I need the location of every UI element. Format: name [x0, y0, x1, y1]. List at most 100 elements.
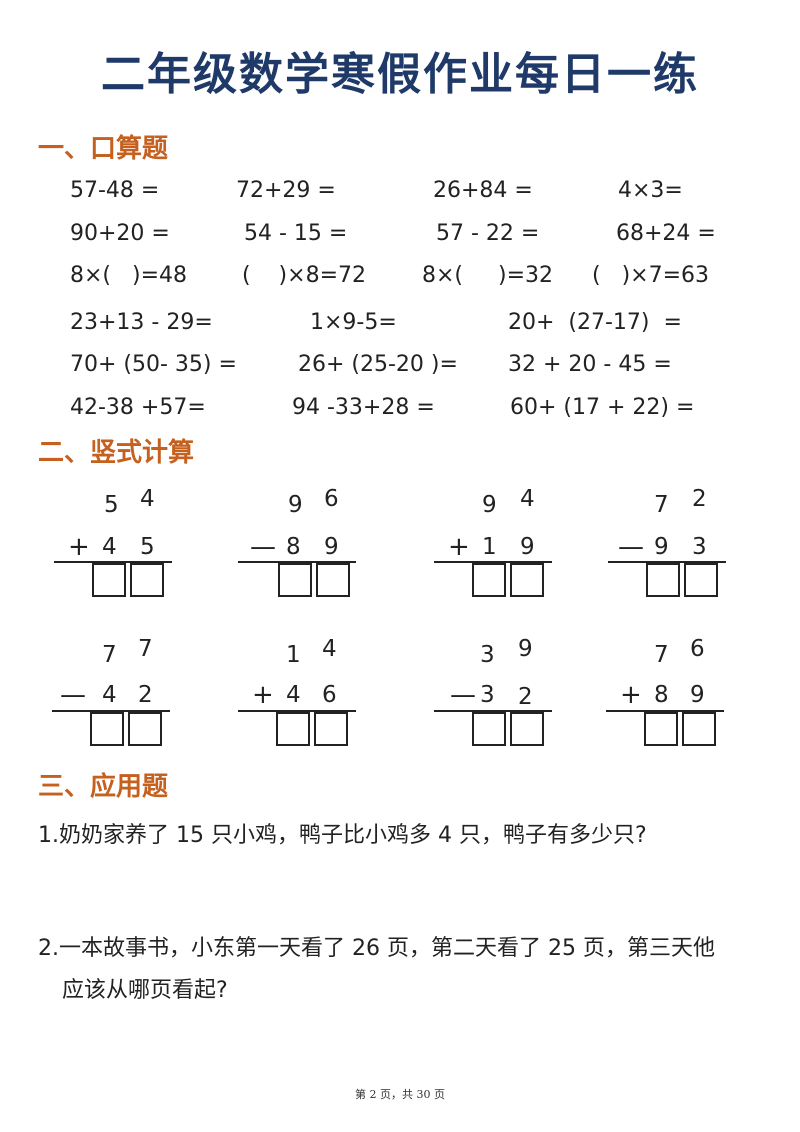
vertical-problem: 7 7 — 4 2: [52, 634, 182, 754]
oral-item: 8×( )=32: [422, 263, 553, 288]
vertical-problem: 9 6 — 8 9: [238, 482, 368, 602]
oral-item: 60+ (17 + 22) =: [510, 395, 695, 420]
oral-item: 42-38 +57=: [70, 395, 206, 420]
sum-line: [434, 561, 552, 563]
digit: 9: [520, 534, 535, 560]
digit: 3: [480, 642, 495, 668]
word-problem-2: 2.一本故事书，小东第一天看了 26 页，第二天看了 25 页，第三天他: [38, 936, 715, 961]
vertical-problem: 3 9 — 3 2: [434, 634, 564, 754]
oral-item: 20+ (27-17) =: [508, 310, 682, 335]
operator: +: [252, 680, 274, 710]
digit: 6: [322, 682, 337, 708]
vertical-problem: 5 4 + 4 5: [54, 482, 184, 602]
word-problem-2-continued: 应该从哪页看起?: [62, 978, 228, 1003]
digit: 9: [518, 636, 533, 662]
digit: 4: [140, 486, 155, 512]
section-heading-oral: 一、口算题: [38, 134, 169, 164]
digit: 9: [690, 682, 705, 708]
answer-box[interactable]: [644, 712, 678, 746]
oral-item: ( )×7=63: [592, 263, 710, 288]
digit: 6: [690, 636, 705, 662]
vertical-problem: 7 2 — 9 3: [608, 482, 738, 602]
digit: 1: [482, 534, 497, 560]
digit: 3: [480, 682, 495, 708]
operator: —: [618, 532, 644, 562]
digit: 7: [102, 642, 117, 668]
answer-box[interactable]: [684, 563, 718, 597]
digit: 4: [322, 636, 337, 662]
digit: 2: [518, 684, 533, 710]
digit: 5: [104, 492, 119, 518]
oral-item: 70+ (50- 35) =: [70, 352, 237, 377]
digit: 4: [520, 486, 535, 512]
answer-box[interactable]: [510, 563, 544, 597]
answer-box[interactable]: [128, 712, 162, 746]
oral-item: 23+13 - 29=: [70, 310, 213, 335]
oral-item: 1×9-5=: [310, 310, 397, 335]
oral-item: 72+29 =: [236, 178, 336, 203]
answer-box[interactable]: [276, 712, 310, 746]
sum-line: [606, 710, 724, 712]
oral-item: 94 -33+28 =: [292, 395, 435, 420]
oral-item: 8×( )=48: [70, 263, 188, 288]
oral-item: 68+24 =: [616, 221, 716, 246]
answer-box[interactable]: [682, 712, 716, 746]
operator: +: [448, 532, 470, 562]
digit: 4: [286, 682, 301, 708]
answer-box[interactable]: [90, 712, 124, 746]
sum-line: [434, 710, 552, 712]
answer-box[interactable]: [316, 563, 350, 597]
operator: +: [68, 532, 90, 562]
oral-item: 57 - 22 =: [436, 221, 540, 246]
vertical-problem: 9 4 + 1 9: [434, 482, 564, 602]
answer-box[interactable]: [278, 563, 312, 597]
oral-item: ( )×8=72: [242, 263, 366, 288]
answer-box[interactable]: [130, 563, 164, 597]
digit: 9: [288, 492, 303, 518]
sum-line: [608, 561, 726, 563]
oral-item: 26+ (25-20 )=: [298, 352, 458, 377]
digit: 2: [138, 682, 153, 708]
answer-box[interactable]: [646, 563, 680, 597]
sum-line: [54, 561, 172, 563]
sum-line: [238, 561, 356, 563]
digit: 5: [140, 534, 155, 560]
digit: 7: [138, 636, 153, 662]
operator: —: [450, 680, 476, 710]
oral-item: 32 + 20 - 45 =: [508, 352, 672, 377]
answer-box[interactable]: [510, 712, 544, 746]
sum-line: [52, 710, 170, 712]
operator: —: [60, 680, 86, 710]
oral-item: 26+84 =: [433, 178, 533, 203]
page-footer: 第 2 页，共 30 页: [355, 1088, 445, 1101]
digit: 6: [324, 486, 339, 512]
answer-box[interactable]: [472, 712, 506, 746]
answer-box[interactable]: [314, 712, 348, 746]
vertical-problem: 1 4 + 4 6: [238, 634, 368, 754]
oral-item: 4×3=: [618, 178, 683, 203]
operator: +: [620, 680, 642, 710]
word-problem-1: 1.奶奶家养了 15 只小鸡，鸭子比小鸡多 4 只，鸭子有多少只?: [38, 823, 647, 848]
digit: 4: [102, 682, 117, 708]
digit: 9: [324, 534, 339, 560]
oral-item: 57-48 =: [70, 178, 160, 203]
digit: 3: [692, 534, 707, 560]
answer-box[interactable]: [92, 563, 126, 597]
digit: 7: [654, 492, 669, 518]
section-heading-vertical: 二、竖式计算: [38, 438, 195, 468]
digit: 9: [654, 534, 669, 560]
digit: 7: [654, 642, 669, 668]
page-title: 二年级数学寒假作业每日一练: [101, 49, 699, 100]
sum-line: [238, 710, 356, 712]
answer-box[interactable]: [472, 563, 506, 597]
oral-item: 90+20 =: [70, 221, 170, 246]
digit: 2: [692, 486, 707, 512]
digit: 9: [482, 492, 497, 518]
oral-item: 54 - 15 =: [244, 221, 348, 246]
vertical-problem: 7 6 + 8 9: [606, 634, 736, 754]
digit: 4: [102, 534, 117, 560]
operator: —: [250, 532, 276, 562]
section-heading-application: 三、应用题: [38, 772, 169, 802]
digit: 8: [654, 682, 669, 708]
digit: 1: [286, 642, 301, 668]
